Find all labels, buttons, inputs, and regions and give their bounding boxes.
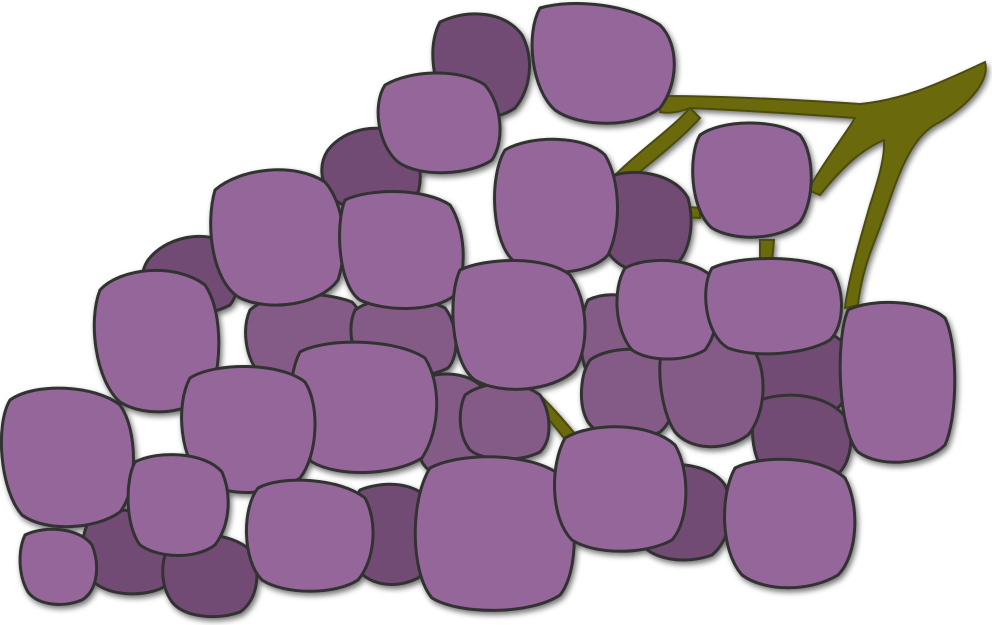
front-grapes [0,2,957,612]
